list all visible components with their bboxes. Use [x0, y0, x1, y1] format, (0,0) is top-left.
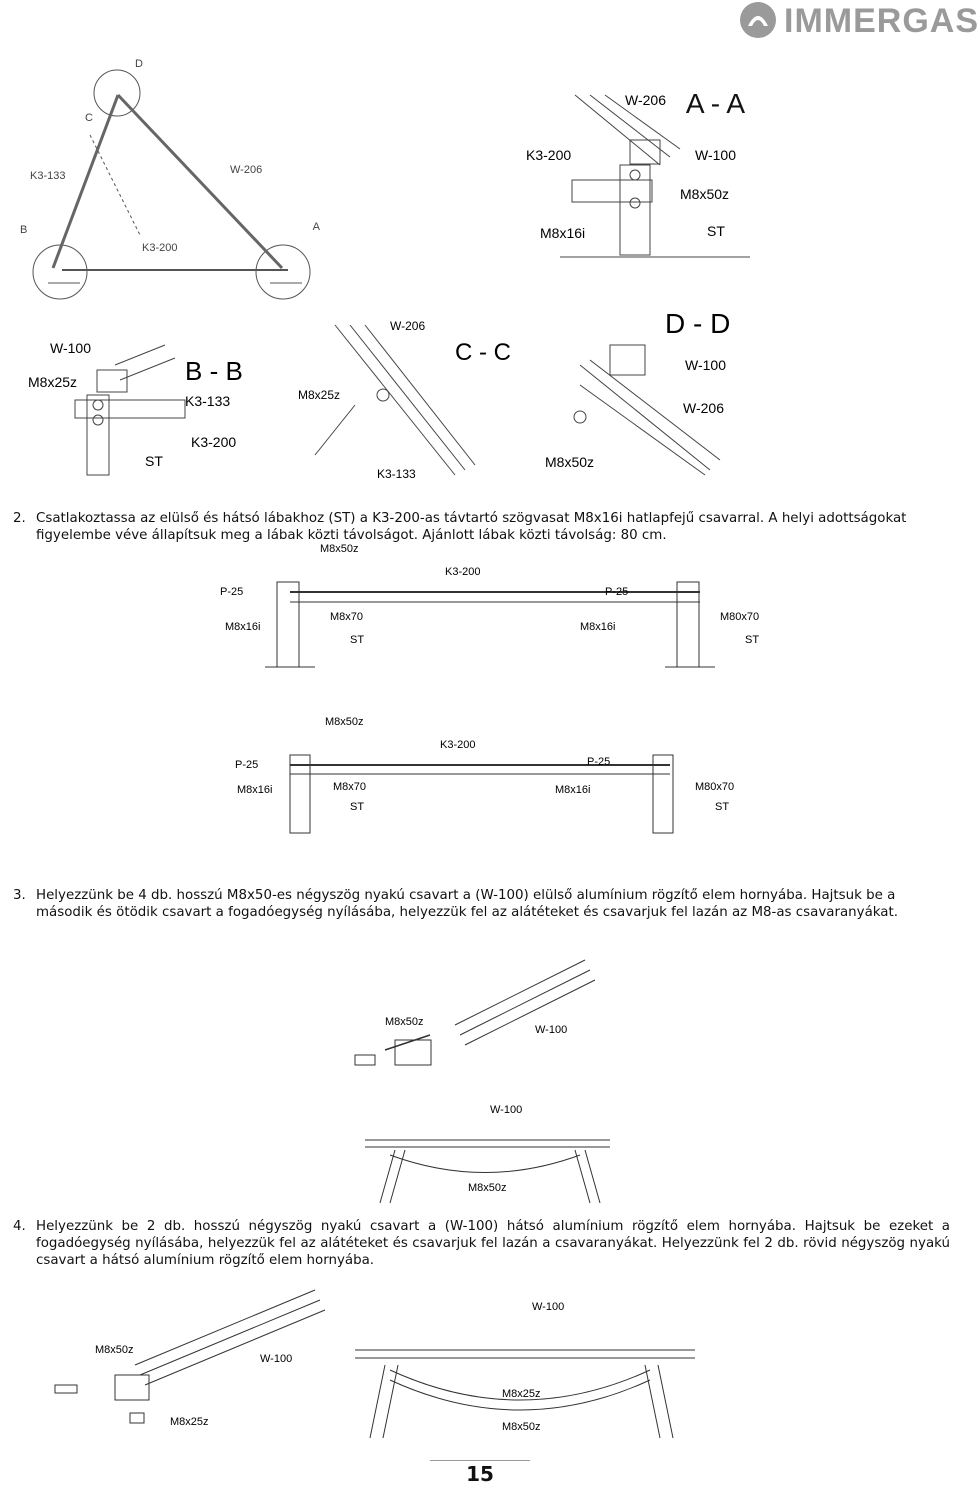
rear-assembly-diagram: W-100 M8x25z M8x50z — [355, 1301, 695, 1439]
frame-label: P-25 — [587, 756, 610, 768]
page-number: 15 — [466, 1462, 494, 1486]
overview-label: C — [85, 112, 93, 124]
overview-label: K3-200 — [142, 242, 177, 254]
section-label: ST — [145, 453, 163, 469]
section-title: C - C — [455, 339, 511, 366]
section-bb-diagram: B - B W-100 M8x25z K3-133 K3-200 ST — [28, 340, 243, 476]
section-label: M8x50z — [545, 454, 594, 470]
rail-detail-diagram: M8x50z W-100 — [354, 959, 596, 1066]
step-text: Helyezzünk be 4 db. hosszú M8x50-es négy… — [36, 888, 899, 920]
frame-label: P-25 — [235, 759, 258, 771]
section-label: K3-200 — [191, 434, 236, 450]
rail-label: M8x50z — [385, 1016, 424, 1028]
instruction-step-3: 3. Helyezzünk be 4 db. hosszú M8x50-es n… — [13, 887, 950, 921]
frame-label: ST — [745, 634, 759, 646]
section-label: ST — [707, 223, 725, 239]
frame-diagram-1: M8x50z K3-200 P-25 P-25 M8x16i M8x70 ST … — [220, 543, 759, 668]
rear-detail-diagram: M8x50z W-100 M8x25z — [54, 1289, 326, 1428]
section-label: W-206 — [683, 400, 724, 416]
rear-label: M8x50z — [95, 1344, 134, 1356]
section-aa-diagram: A - A W-206 K3-200 W-100 M8x50z M8x16i S… — [526, 88, 750, 258]
section-label: K3-133 — [377, 467, 416, 481]
rear-label: W-100 — [260, 1353, 292, 1365]
section-label: M8x16i — [540, 225, 585, 241]
section-label: W-206 — [625, 92, 666, 108]
frame-label: M8x70 — [333, 781, 366, 793]
step-text: Csatlakoztassa az elülső és hátsó lábakh… — [36, 511, 907, 543]
section-label: W-206 — [390, 319, 425, 333]
frame-label: ST — [350, 801, 364, 813]
overview-label: K3-133 — [30, 170, 65, 182]
brand-logo: IMMERGAS — [738, 0, 978, 40]
section-label: W-100 — [685, 357, 726, 373]
section-label: M8x25z — [28, 374, 77, 390]
frame-label: M8x16i — [580, 621, 615, 633]
section-title: D - D — [665, 308, 730, 339]
rail-label: W-100 — [535, 1024, 567, 1036]
section-title: A - A — [686, 88, 745, 119]
step-number: 2. — [13, 511, 26, 526]
section-label: K3-200 — [526, 147, 571, 163]
rear-label: M8x25z — [170, 1416, 209, 1428]
footer-rule — [430, 1460, 530, 1461]
frame-label: M8x16i — [225, 621, 260, 633]
rear-label: M8x25z — [502, 1388, 541, 1400]
instruction-step-4: 4. Helyezzünk be 2 db. hosszú négyszög n… — [13, 1218, 950, 1269]
section-label: K3-133 — [185, 393, 230, 409]
step-text: Helyezzünk be 2 db. hosszú négyszög nyak… — [36, 1219, 950, 1268]
frame-label: P-25 — [220, 586, 243, 598]
step-number: 3. — [13, 888, 26, 903]
frame-label: P-25 — [605, 586, 628, 598]
logo-flame-icon — [740, 2, 776, 38]
frame-label: M8x50z — [320, 543, 359, 555]
frame-label: ST — [350, 634, 364, 646]
section-label: M8x50z — [680, 186, 729, 202]
section-label: W-100 — [50, 340, 91, 356]
section-cc-diagram: C - C W-206 M8x25z K3-133 — [298, 319, 511, 481]
section-label: M8x25z — [298, 388, 340, 402]
overview-label: B — [20, 224, 27, 236]
frame-label: ST — [715, 801, 729, 813]
overview-label: W-206 — [230, 164, 262, 176]
overview-label: D — [135, 58, 143, 70]
rear-label: M8x50z — [502, 1421, 541, 1433]
frame-label: M8x16i — [237, 784, 272, 796]
rail-label: M8x50z — [468, 1182, 507, 1194]
rail-assembly-diagram: W-100 M8x50z — [365, 1104, 610, 1204]
frame-label: M8x16i — [555, 784, 590, 796]
rail-label: W-100 — [490, 1104, 522, 1116]
frame-label: M80x70 — [720, 611, 759, 623]
frame-label: K3-200 — [440, 739, 475, 751]
frame-label: M80x70 — [695, 781, 734, 793]
step-number: 4. — [13, 1219, 26, 1234]
section-title: B - B — [185, 356, 243, 386]
frame-label: M8x50z — [325, 716, 364, 728]
instruction-step-2: 2. Csatlakoztassa az elülső és hátsó láb… — [13, 510, 943, 544]
section-dd-diagram: D - D W-100 W-206 M8x50z — [545, 308, 730, 476]
frame-label: K3-200 — [445, 566, 480, 578]
overview-label: A — [313, 221, 321, 233]
section-label: W-100 — [695, 147, 736, 163]
frame-label: M8x70 — [330, 611, 363, 623]
rear-label: W-100 — [532, 1301, 564, 1313]
frame-diagram-2: M8x50z K3-200 P-25 P-25 M8x16i M8x70 ST … — [235, 716, 734, 834]
overview-diagram: D C K3-133 W-206 B K3-200 A — [20, 58, 321, 300]
brand-name: IMMERGAS — [784, 2, 979, 40]
